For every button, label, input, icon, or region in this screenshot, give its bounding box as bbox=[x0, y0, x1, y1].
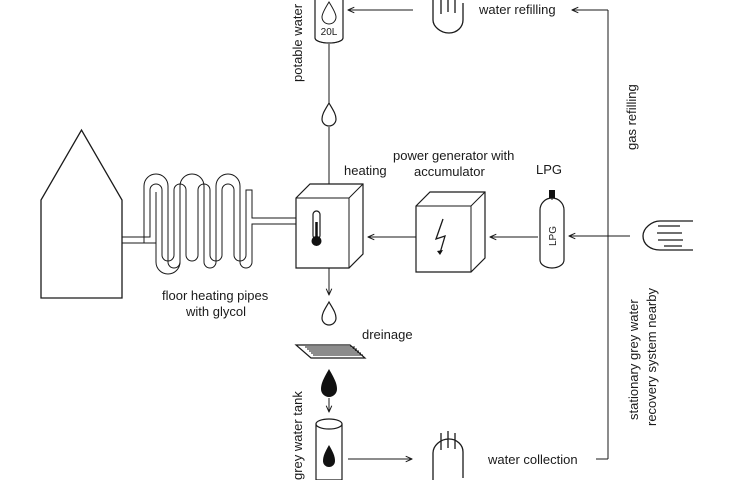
water-drop-icon bbox=[321, 101, 337, 127]
drainage-label: dreinage bbox=[362, 327, 413, 342]
heating-unit bbox=[295, 183, 364, 269]
hand-icon bbox=[432, 0, 464, 34]
floor-heating-label-line1: floor heating pipes bbox=[162, 288, 269, 303]
power-generator-label-line2: accumulator bbox=[414, 164, 485, 179]
lightning-icon bbox=[434, 218, 446, 255]
gas-refilling-label: gas refilling bbox=[624, 84, 639, 150]
lpg-top-label: LPG bbox=[536, 162, 562, 177]
floor-heating-pipes bbox=[122, 173, 296, 275]
stationary-label-line2: recovery system nearby bbox=[644, 288, 659, 426]
tank-capacity-label: 20L bbox=[321, 27, 338, 38]
heating-label: heating bbox=[344, 163, 387, 178]
floor-heating-label-line2: with glycol bbox=[185, 304, 246, 319]
lpg-tank-label: LPG bbox=[548, 226, 559, 246]
hand-icon bbox=[642, 220, 693, 251]
grey-water-tank bbox=[315, 418, 343, 481]
water-refilling-label: water refilling bbox=[478, 2, 556, 17]
thermometer-icon bbox=[311, 210, 322, 246]
lpg-cylinder: LPG bbox=[539, 190, 565, 269]
water-drop-icon bbox=[321, 300, 337, 326]
drainage-grate bbox=[294, 344, 367, 359]
power-generator-label-line1: power generator with bbox=[393, 148, 514, 163]
potable-water-label: potable water bbox=[290, 3, 305, 82]
grey-water-tank-label: grey water tank bbox=[290, 391, 305, 480]
grey-water-drop-icon bbox=[321, 369, 337, 397]
hand-icon bbox=[432, 431, 464, 480]
water-collection-label: water collection bbox=[487, 452, 578, 467]
power-generator bbox=[415, 191, 486, 273]
house-icon bbox=[40, 128, 123, 299]
stationary-label-line1: stationary grey water bbox=[626, 299, 641, 420]
potable-water-tank: 20L bbox=[314, 0, 344, 44]
